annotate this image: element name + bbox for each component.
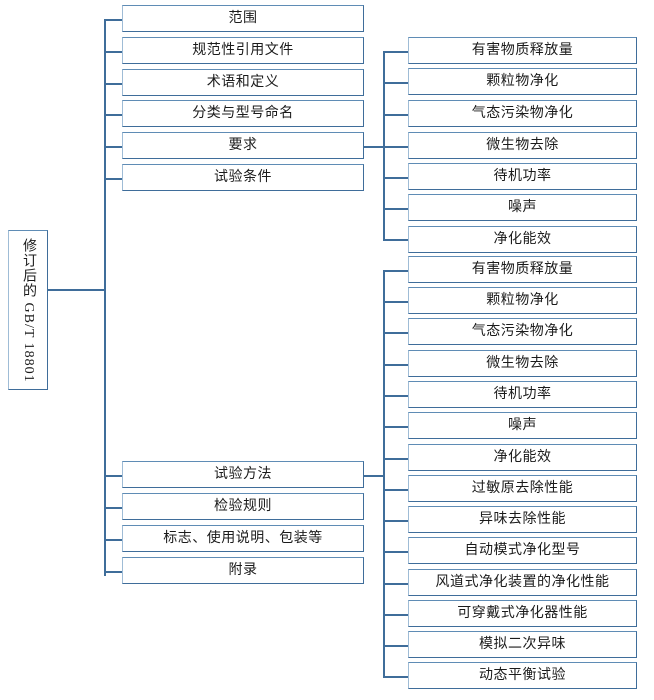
stub-tm-5 xyxy=(383,426,409,428)
stub-tm-13 xyxy=(383,676,409,678)
root-connector xyxy=(48,289,105,291)
node-req-jinghua-nengxiao[interactable]: 净化能效 xyxy=(408,226,637,253)
stub-tm-6 xyxy=(383,458,409,460)
stub-level1-7 xyxy=(104,507,123,509)
stub-level1-4 xyxy=(104,146,123,148)
stub-level1-9 xyxy=(104,571,123,573)
node-req-keliwu[interactable]: 颗粒物净化 xyxy=(408,68,637,95)
stub-tm-8 xyxy=(383,520,409,522)
node-shuyu-dingyi[interactable]: 术语和定义 xyxy=(122,69,364,96)
requirements-connector xyxy=(364,146,384,148)
node-tm-guominyuan[interactable]: 过敏原去除性能 xyxy=(408,475,637,502)
node-tm-dongtai-pingheng[interactable]: 动态平衡试验 xyxy=(408,662,637,689)
stub-level1-8 xyxy=(104,539,123,541)
node-biaozhi-baozhuang[interactable]: 标志、使用说明、包装等 xyxy=(122,525,364,552)
stub-tm-4 xyxy=(383,395,409,397)
stub-req-5 xyxy=(383,208,409,210)
stub-req-0 xyxy=(383,51,409,53)
stub-level1-2 xyxy=(104,83,123,85)
stub-tm-12 xyxy=(383,645,409,647)
node-req-youhai-wuzhi[interactable]: 有害物质释放量 xyxy=(408,37,637,64)
stub-req-2 xyxy=(383,114,409,116)
node-req-weishengwu[interactable]: 微生物去除 xyxy=(408,132,637,159)
node-req-qitai-wuranwu[interactable]: 气态污染物净化 xyxy=(408,100,637,127)
stub-tm-0 xyxy=(383,270,409,272)
node-tm-keliwu[interactable]: 颗粒物净化 xyxy=(408,287,637,314)
stub-tm-1 xyxy=(383,301,409,303)
test-method-trunk xyxy=(383,270,385,676)
stub-tm-10 xyxy=(383,583,409,585)
node-jianyan-guize[interactable]: 检验规则 xyxy=(122,493,364,520)
node-tm-daiji-gonglv[interactable]: 待机功率 xyxy=(408,381,637,408)
node-tm-qitai-wuranwu[interactable]: 气态污染物净化 xyxy=(408,318,637,345)
stub-tm-11 xyxy=(383,614,409,616)
stub-tm-9 xyxy=(383,551,409,553)
node-tm-kechuandaishi[interactable]: 可穿戴式净化器性能 xyxy=(408,600,637,627)
stub-tm-2 xyxy=(383,332,409,334)
node-fenlei-xinghao[interactable]: 分类与型号命名 xyxy=(122,100,364,127)
node-tm-weishengwu[interactable]: 微生物去除 xyxy=(408,350,637,377)
requirements-trunk xyxy=(383,51,385,239)
stub-level1-3 xyxy=(104,114,123,116)
node-tm-youhai-wuzhi[interactable]: 有害物质释放量 xyxy=(408,256,637,283)
node-tm-moni-erci-yiwei[interactable]: 模拟二次异味 xyxy=(408,631,637,658)
node-shiyan-tiaojian[interactable]: 试验条件 xyxy=(122,164,364,191)
node-fanwei[interactable]: 范围 xyxy=(122,5,364,32)
stub-req-6 xyxy=(383,239,409,241)
stub-req-3 xyxy=(383,146,409,148)
node-shiyan-fangfa[interactable]: 试验方法 xyxy=(122,461,364,488)
stub-level1-6 xyxy=(104,475,123,477)
node-req-daiji-gonglv[interactable]: 待机功率 xyxy=(408,163,637,190)
level1-trunk xyxy=(104,19,106,576)
node-tm-jinghua-nengxiao[interactable]: 净化能效 xyxy=(408,444,637,471)
stub-req-1 xyxy=(383,82,409,84)
node-tm-zaosheng[interactable]: 噪声 xyxy=(408,412,637,439)
root-node[interactable]: 修订后的 GB/T 18801 xyxy=(8,230,48,390)
stub-req-4 xyxy=(383,177,409,179)
stub-level1-0 xyxy=(104,19,123,21)
node-guifanxing-yinyong[interactable]: 规范性引用文件 xyxy=(122,37,364,64)
test-method-connector xyxy=(364,475,384,477)
node-req-zaosheng[interactable]: 噪声 xyxy=(408,194,637,221)
stub-level1-1 xyxy=(104,51,123,53)
stub-tm-7 xyxy=(383,489,409,491)
node-tm-fengdaoshi[interactable]: 风道式净化装置的净化性能 xyxy=(408,569,637,596)
node-yaoqiu[interactable]: 要求 xyxy=(122,132,364,159)
node-tm-zidong-moshi[interactable]: 自动模式净化型号 xyxy=(408,537,637,564)
stub-tm-3 xyxy=(383,364,409,366)
node-tm-yiwei-quchu[interactable]: 异味去除性能 xyxy=(408,506,637,533)
stub-level1-5 xyxy=(104,178,123,180)
node-fulu[interactable]: 附录 xyxy=(122,557,364,584)
